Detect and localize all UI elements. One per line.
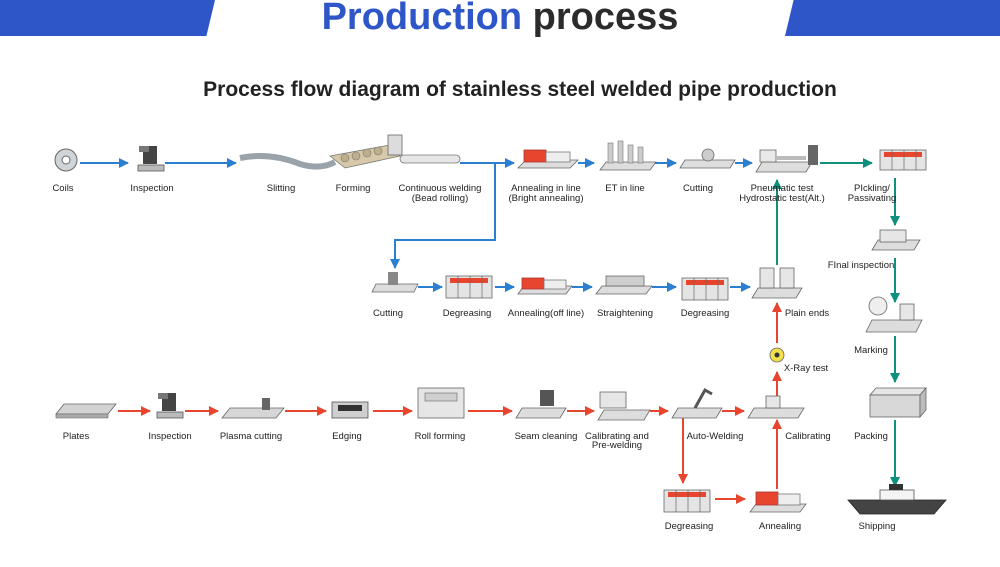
node-label-continuous-welding-1: Continuous welding: [399, 183, 482, 194]
node-label-pickling-1: PIckling/: [854, 183, 890, 194]
degreasing-tank-3-icon: [663, 489, 711, 513]
auto-welding-machine-icon: [671, 387, 723, 419]
node-label-degreasing-2: Degreasing: [681, 308, 730, 319]
node-label-edging: Edging: [332, 431, 362, 442]
blue-flow-lines: [80, 158, 753, 292]
inspection-machine-2-icon: [156, 393, 184, 419]
edge-branch-cutting2: [390, 163, 496, 269]
cutting-saw-icon: [679, 148, 736, 169]
node-label-annealing-off-line: Annealing(off line): [508, 308, 584, 319]
node-label-plain-ends: Plain ends: [785, 308, 830, 319]
cutting-machine-2-icon: [371, 272, 419, 293]
node-label-cutting-1: Cutting: [683, 183, 713, 194]
plasma-cutting-machine-icon: [221, 398, 285, 419]
plain-ends-machine-icon: [751, 267, 803, 299]
node-label-calibrating-prewelding-2: Pre-welding: [592, 440, 642, 451]
node-label-plates: Plates: [63, 431, 90, 442]
annealing-offline-icon: [517, 277, 573, 295]
node-label-inspection-2: Inspection: [148, 431, 191, 442]
packing-bundle-icon: [869, 386, 927, 419]
page-title: Production process: [0, 0, 1000, 39]
node-label-packing: Packing: [854, 431, 888, 442]
node-label-xray-test: X-Ray test: [784, 363, 829, 374]
straightening-machine-icon: [595, 275, 653, 295]
forming-rollers-icon: [329, 144, 401, 169]
red-flow-lines: [118, 302, 782, 504]
node-label-pneumatic-test-2: Hydrostatic test(Alt.): [739, 193, 825, 204]
node-label-pneumatic-test-1: Pneumatic test: [751, 183, 814, 194]
node-label-plasma-cutting: Plasma cutting: [220, 431, 282, 442]
node-label-pickling-2: Passivating: [848, 193, 897, 204]
node-label-degreasing-3: Degreasing: [665, 521, 714, 532]
inspection-machine-icon: [137, 146, 165, 172]
et-machine-icon: [599, 140, 657, 171]
title-banner-right: [785, 0, 1000, 36]
node-label-calibrating: Calibrating: [785, 431, 830, 442]
calibrating-machine-icon: [747, 395, 805, 419]
node-label-auto-welding: Auto-Welding: [687, 431, 744, 442]
ship-icon: [847, 484, 947, 515]
final-inspection-machine-icon: [871, 229, 921, 251]
node-label-forming: Forming: [336, 183, 371, 194]
node-label-et-in-line: ET in line: [605, 183, 644, 194]
node-label-annealing-in-line-1: Annealing in line: [511, 183, 581, 194]
node-label-cutting-2: Cutting: [373, 308, 403, 319]
edging-machine-icon: [331, 401, 369, 419]
node-label-continuous-welding-2: (Bead rolling): [412, 193, 469, 204]
node-label-degreasing-1: Degreasing: [443, 308, 492, 319]
slitting-strip-icon: [239, 153, 337, 170]
marking-machine-icon: [865, 296, 923, 333]
node-label-calibrating-prewelding-1: Calibrating and: [585, 431, 649, 442]
node-label-seam-cleaning: Seam cleaning: [515, 431, 578, 442]
node-label-slitting: Slitting: [267, 183, 296, 194]
node-label-shipping: Shipping: [859, 521, 896, 532]
page-title-blue: Production: [321, 0, 523, 38]
xray-device-icon: [769, 347, 785, 363]
node-label-final-inspection: FInal inspection: [828, 260, 895, 271]
plates-stack-icon: [55, 403, 117, 419]
degreasing-tank-2-icon: [681, 277, 729, 301]
roll-forming-machine-icon: [417, 387, 465, 419]
welding-machine-icon: [387, 134, 461, 164]
page-title-dark: process: [532, 0, 679, 38]
node-label-coils: Coils: [52, 183, 73, 194]
pressure-test-machine-icon: [755, 145, 818, 173]
title-banner-left: [0, 0, 215, 36]
degreasing-tank-1-icon: [445, 275, 493, 299]
node-label-straightening: Straightening: [597, 308, 653, 319]
node-label-annealing: Annealing: [759, 521, 801, 532]
node-label-roll-forming: Roll forming: [415, 431, 466, 442]
node-label-marking: Marking: [854, 345, 888, 356]
calibrating-prewelding-machine-icon: [597, 391, 651, 421]
node-label-annealing-in-line-2: (Bright annealing): [509, 193, 584, 204]
diagram-subtitle: Process flow diagram of stainless steel …: [203, 78, 837, 101]
green-flow-lines: [772, 158, 900, 487]
pickling-tank-icon: [879, 149, 927, 171]
node-label-inspection-1: Inspection: [130, 183, 173, 194]
coil-icon: [54, 148, 78, 172]
seam-cleaning-machine-icon: [515, 390, 567, 419]
annealing-furnace-icon: [517, 149, 579, 169]
annealing-furnace-2-icon: [749, 491, 807, 513]
